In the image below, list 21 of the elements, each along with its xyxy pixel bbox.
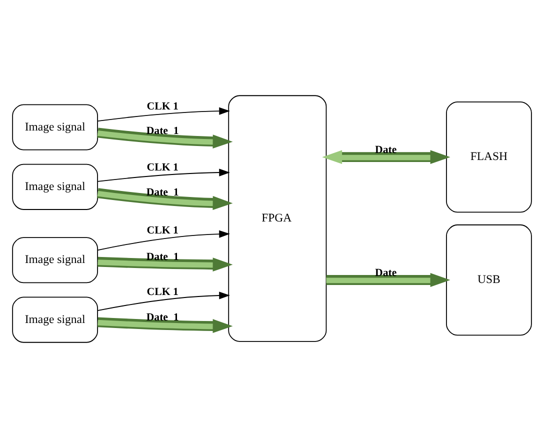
- edge-label: CLK 1: [146, 100, 178, 113]
- edge-label: CLK 1: [146, 224, 178, 237]
- arrow: [322, 150, 450, 164]
- arrow: [98, 317, 233, 333]
- arrow: [97, 188, 233, 210]
- node-box: Image signal: [12, 237, 98, 284]
- node-box: USB: [446, 224, 532, 336]
- edge-label: CLK 1: [146, 161, 178, 174]
- node-box: FLASH: [446, 102, 532, 213]
- node-box: FPGA: [228, 95, 327, 342]
- node-box: Image signal: [12, 164, 98, 210]
- arrow: [97, 168, 230, 182]
- arrow: [97, 230, 230, 251]
- edge-label: Date 1: [146, 125, 179, 138]
- arrow: [97, 292, 230, 312]
- node-box: Image signal: [12, 296, 98, 343]
- node-box: Image signal: [12, 104, 98, 150]
- arrow: [326, 273, 450, 287]
- arrow: [97, 107, 230, 122]
- arrow: [97, 128, 233, 148]
- edge-label: CLK 1: [146, 286, 178, 298]
